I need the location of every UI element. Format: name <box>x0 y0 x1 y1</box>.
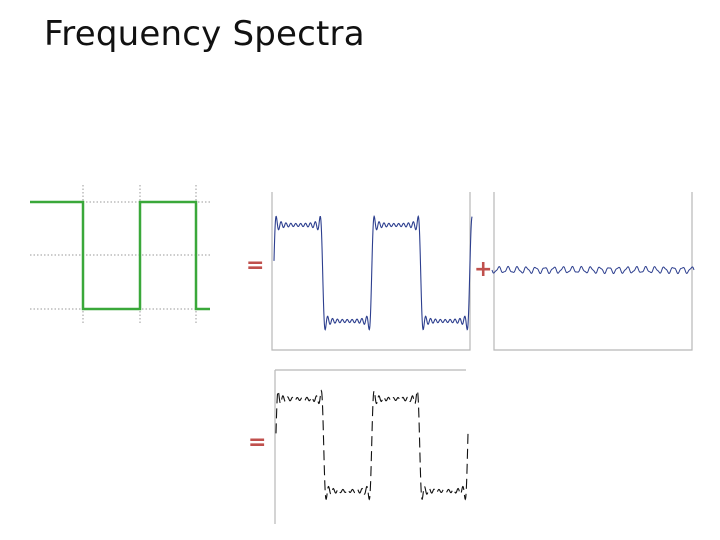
equals-sign-top: = <box>246 253 265 278</box>
approximation-frame-bottom <box>274 369 466 524</box>
square-wave-grid <box>30 185 210 325</box>
approximation-panel-bottom <box>274 369 469 524</box>
approximation-wave-bottom <box>275 389 469 501</box>
slide-title: Frequency Spectra <box>44 14 365 54</box>
square-wave-line <box>30 200 210 311</box>
residual-wave <box>491 265 695 275</box>
approximation-wave-top <box>273 215 473 331</box>
plus-sign: + <box>474 257 493 282</box>
square-wave-panel <box>30 185 210 325</box>
approximation-panel-top <box>271 192 473 351</box>
residual-frame <box>493 192 693 351</box>
approximation-frame-top <box>271 192 471 351</box>
equals-sign-bottom: = <box>248 430 267 455</box>
residual-panel <box>491 192 695 351</box>
